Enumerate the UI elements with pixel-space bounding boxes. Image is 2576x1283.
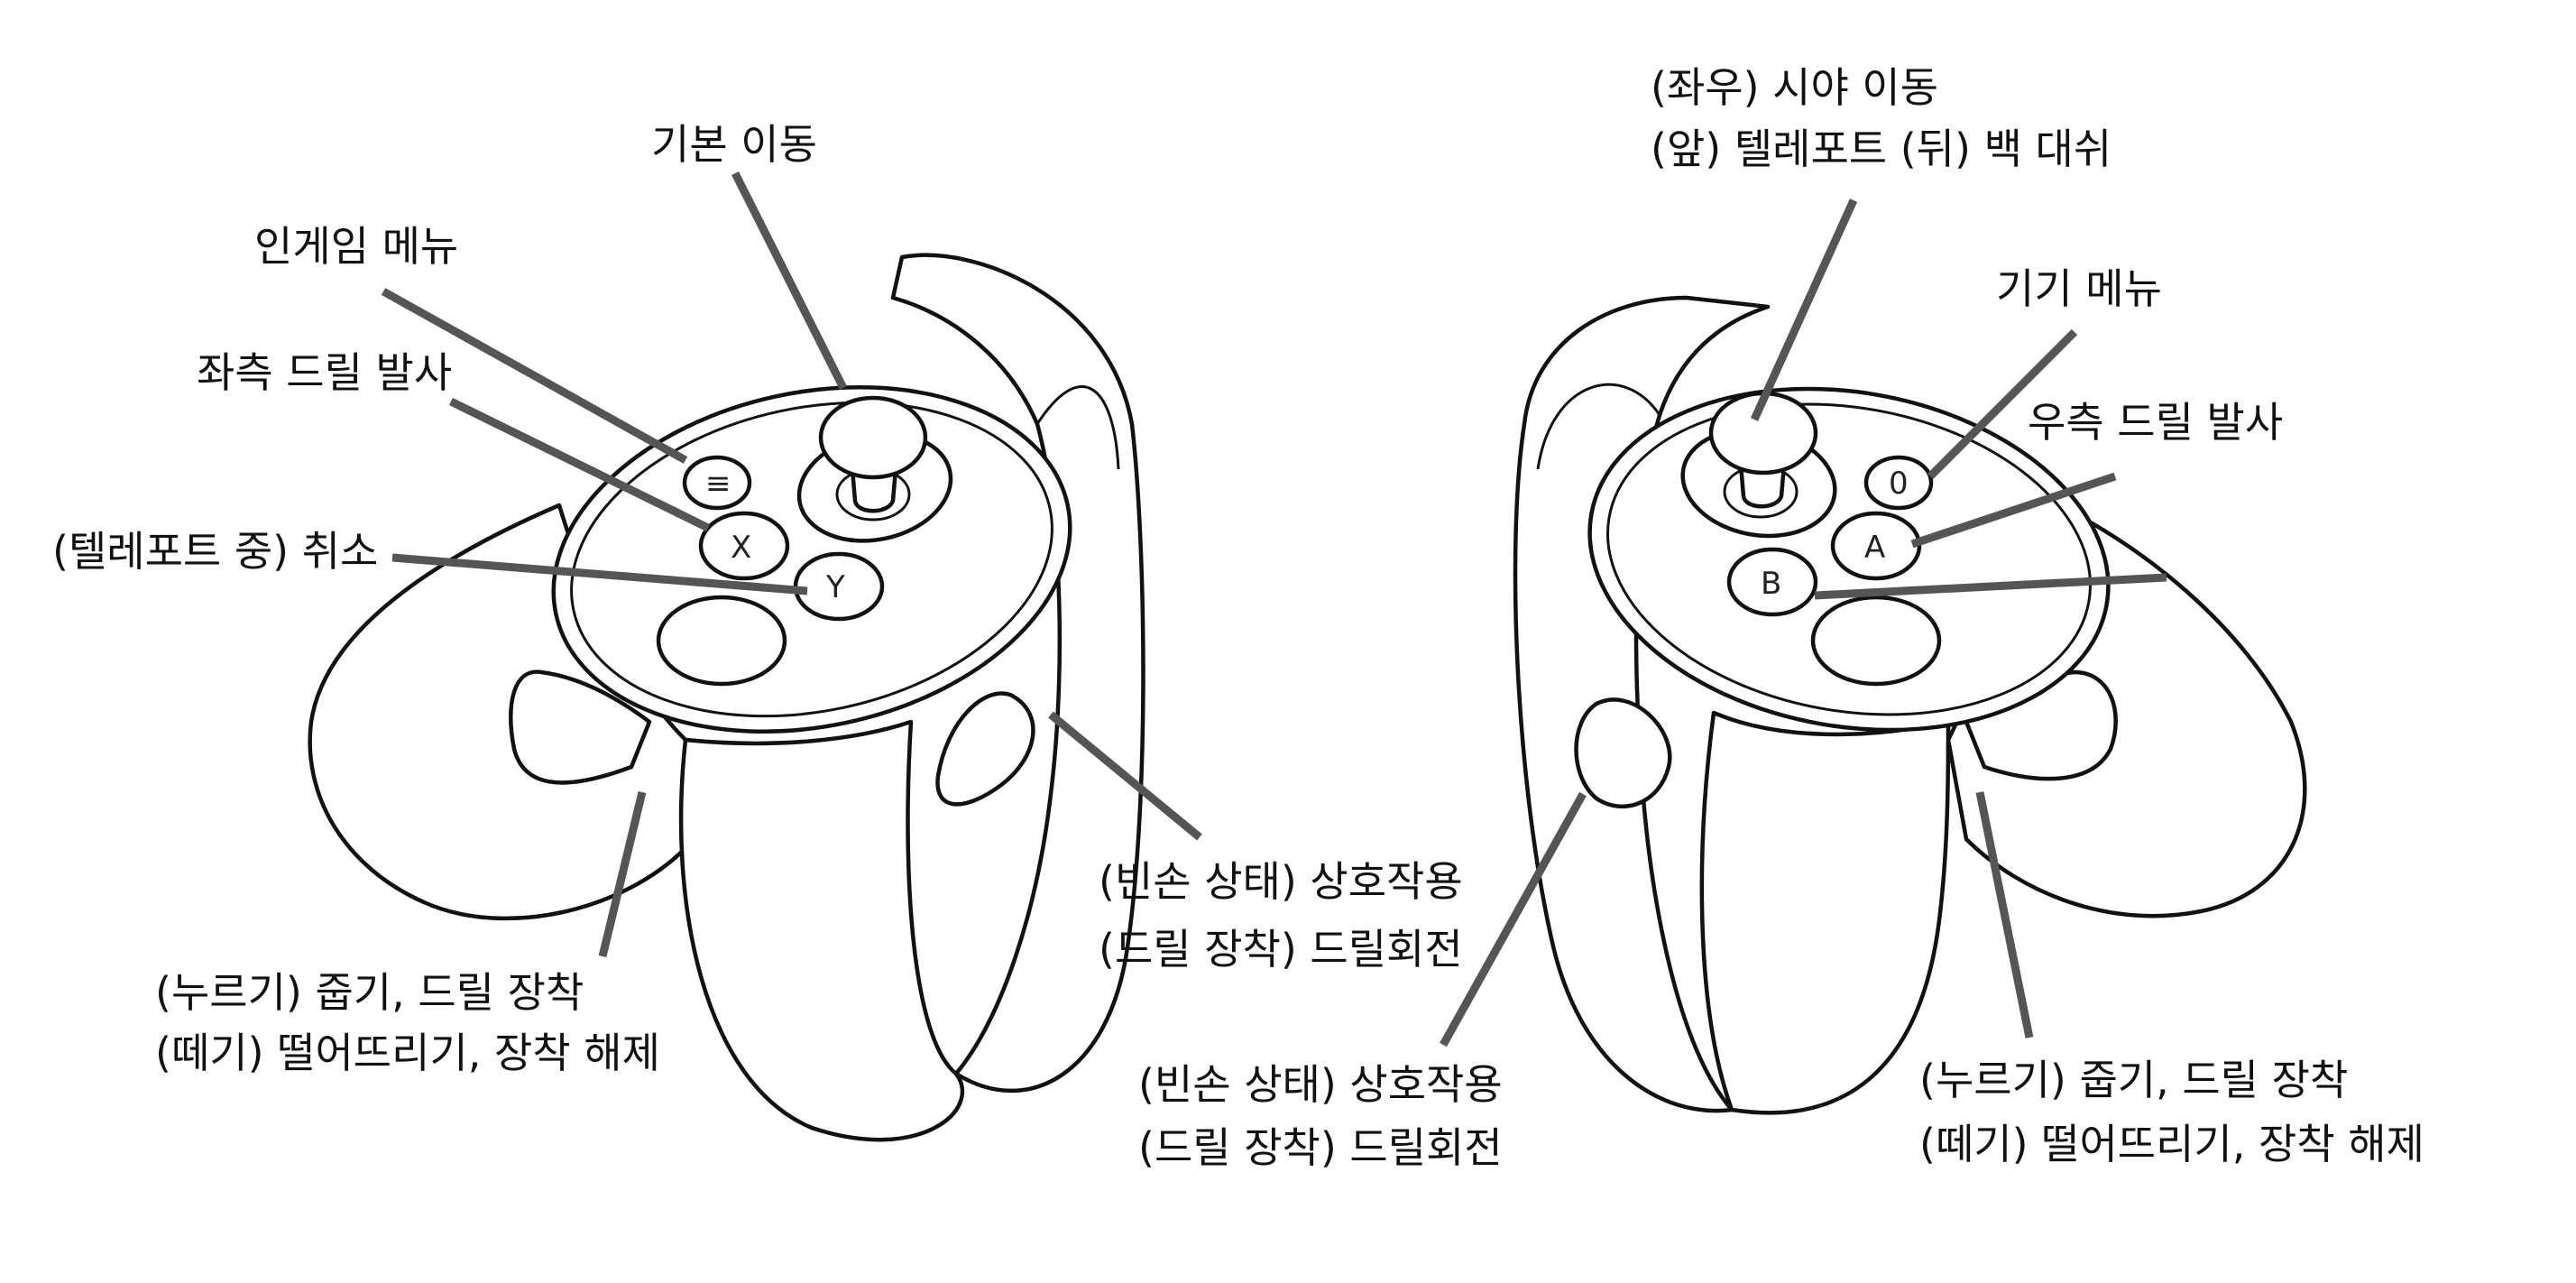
label-right-grip-release: (떼기) 떨어뜨리기, 장착 해제 <box>1919 1120 2424 1168</box>
right-controller: 0 A B <box>1513 295 2307 1115</box>
leader-left-trigger <box>1048 711 1202 841</box>
label-left-trigger-empty: (빈손 상태) 상호작용 <box>1099 857 1463 906</box>
leader-right-trigger <box>1440 791 1587 1048</box>
leader-right-drill-fire <box>1910 472 2117 549</box>
right-ring-loop <box>1699 710 1951 1115</box>
leader-b-button <box>1814 573 2167 600</box>
left-x-glyph: X <box>731 530 751 566</box>
right-a-glyph: A <box>1864 530 1885 566</box>
left-menu-glyph: ≡ <box>705 466 731 502</box>
label-right-view-move: (좌우) 시야 이동 <box>1651 63 1939 112</box>
label-right-trigger-empty: (빈손 상태) 상호작용 <box>1138 1060 1503 1109</box>
left-thumbstick <box>850 466 898 513</box>
left-grip-button <box>509 669 652 785</box>
right-thumbstick <box>1738 462 1787 509</box>
leader-teleport-cancel <box>391 553 808 595</box>
label-right-grip-press: (누르기) 줍기, 드릴 장착 <box>1919 1056 2349 1104</box>
right-oculus-glyph: 0 <box>1889 466 1909 502</box>
leader-right-grip <box>1975 791 2034 1038</box>
left-trigger <box>935 691 1035 807</box>
leader-left-drill-fire <box>449 397 710 532</box>
leader-ingame-menu <box>381 288 688 464</box>
label-left-drill-fire: 좌측 드릴 발사 <box>197 348 453 397</box>
label-right-trigger-drill: (드릴 장착) 드릴회전 <box>1138 1123 1503 1172</box>
left-y-glyph: Y <box>825 569 845 605</box>
label-left-trigger-drill: (드릴 장착) 드릴회전 <box>1099 925 1463 974</box>
leader-device-menu <box>1927 328 2078 480</box>
left-ring-loop <box>678 719 965 1142</box>
right-b-button <box>1726 547 1818 617</box>
right-oculus-button <box>1863 455 1934 511</box>
left-menu-button <box>682 455 752 511</box>
leader-right-view <box>1750 198 1858 421</box>
leader-left-grip <box>598 790 647 958</box>
left-controller: ≡ X Y <box>308 253 1145 1142</box>
label-device-menu: 기기 메뉴 <box>1996 264 2162 313</box>
right-trigger <box>1574 697 1672 809</box>
right-b-glyph: B <box>1761 566 1781 602</box>
label-left-grip-release: (떼기) 떨어뜨리기, 장착 해제 <box>155 1029 660 1077</box>
label-right-drill-fire: 우측 드릴 발사 <box>2028 398 2284 447</box>
left-thumb-rest <box>656 595 787 687</box>
left-x-button <box>698 511 790 581</box>
label-teleport-cancel: (텔레포트 중) 취소 <box>52 527 379 576</box>
label-ingame-menu: 인게임 메뉴 <box>254 222 459 271</box>
right-thumb-rest <box>1810 595 1942 687</box>
label-basic-move: 기본 이동 <box>651 120 817 169</box>
label-left-grip-press: (누르기) 줍기, 드릴 장착 <box>155 968 584 1017</box>
leader-basic-move <box>731 171 848 391</box>
leader-lines <box>381 171 2167 1048</box>
label-right-teleport-dash: (앞) 텔레포트 (뒤) 백 대쉬 <box>1651 125 2112 173</box>
